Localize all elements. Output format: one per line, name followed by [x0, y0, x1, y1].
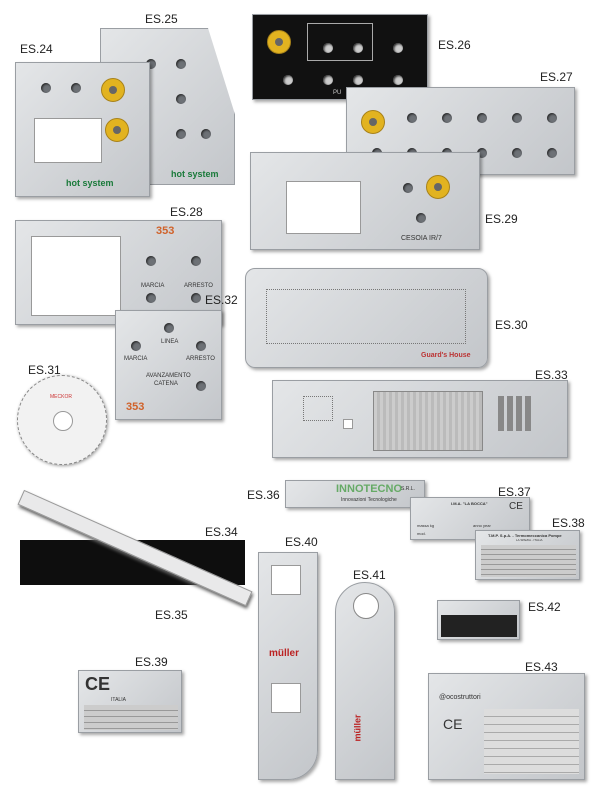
brand-suffix: S.R.L. — [401, 486, 415, 492]
label-es34: ES.34 — [205, 525, 238, 539]
label-es35: ES.35 — [155, 608, 188, 622]
label-es32: ES.32 — [205, 293, 238, 307]
plate-es37: I.M.A. "LA BOCCA" CE massa kg anno year … — [410, 497, 530, 540]
ce-mark: CE — [509, 501, 523, 512]
label-es41: ES.41 — [353, 568, 386, 582]
panel-text: LINEA — [161, 339, 179, 345]
brand-text: hot system — [171, 169, 219, 179]
panel-text: ARRESTO — [186, 356, 215, 362]
plate-title: I.M.A. "LA BOCCA" — [451, 501, 488, 506]
panel-es29: CESOIA IR/7 — [250, 152, 480, 250]
label-es24: ES.24 — [20, 42, 53, 56]
panel-text: CATENA — [154, 381, 178, 387]
panel-text: CESOIA IR/7 — [401, 235, 442, 242]
plate-es39: CE ITALIA — [78, 670, 182, 733]
plate-subtitle: LA SPEZIA - ITALIA — [516, 538, 543, 542]
brand-logo: 353 — [156, 225, 175, 237]
panel-es32: LINEA MARCIA ARRESTO AVANZAMENTO CATENA … — [115, 310, 222, 420]
brand-text: @ocostruttori — [439, 694, 481, 701]
label-es30: ES.30 — [495, 318, 528, 332]
label-es43: ES.43 — [525, 660, 558, 674]
plate-title: T.M.P. S.p.A. - Termomeccanica Pompe — [488, 533, 562, 538]
label-es39: ES.39 — [135, 655, 168, 669]
dial-es31: MECKOR — [17, 375, 107, 465]
brand-text: INNOTECNO — [336, 483, 402, 495]
panel-text: MARCIA — [141, 283, 165, 289]
plate-es36: INNOTECNO S.R.L. Innovazioni Tecnologich… — [285, 480, 425, 508]
ce-mark: CE — [85, 674, 111, 694]
panel-es26: PU — [252, 14, 428, 100]
field-label: anno year — [473, 523, 491, 528]
label-es37: ES.37 — [498, 485, 531, 499]
plate-es43: @ocostruttori CE — [428, 673, 585, 780]
label-es40: ES.40 — [285, 535, 318, 549]
brand-text: Guard's House — [421, 352, 471, 359]
label-es29: ES.29 — [485, 212, 518, 226]
ce-mark: CE — [443, 716, 463, 732]
field-label: massa kg — [417, 523, 435, 528]
tagline: Innovazioni Tecnologiche — [341, 497, 397, 503]
dial-text: MECKOR — [50, 394, 72, 400]
label-es25: ES.25 — [145, 12, 178, 26]
plate-es42 — [437, 600, 520, 640]
panel-es41: müller — [335, 582, 395, 780]
plate-es38: T.M.P. S.p.A. - Termomeccanica Pompe LA … — [475, 530, 580, 580]
plate-text: ITALIA — [111, 697, 126, 703]
panel-es24: hot system — [15, 62, 150, 197]
brand-text: hot system — [66, 178, 114, 188]
brand-logo: 353 — [126, 401, 145, 413]
panel-text: AVANZAMENTO — [146, 373, 191, 379]
panel-es30: Guard's House — [245, 268, 488, 368]
panel-es33 — [272, 380, 568, 458]
field-label: mod. — [417, 531, 426, 536]
panel-es40: müller — [258, 552, 318, 780]
label-es31: ES.31 — [28, 363, 61, 377]
brand-text: müller — [269, 648, 300, 659]
label-es42: ES.42 — [528, 600, 561, 614]
panel-es28: 353 MARCIA ARRESTO — [15, 220, 222, 325]
label-es38: ES.38 — [552, 516, 585, 530]
label-es27: ES.27 — [540, 70, 573, 84]
label-es33: ES.33 — [535, 368, 568, 382]
label-es36: ES.36 — [247, 488, 280, 502]
panel-text: MARCIA — [124, 356, 148, 362]
brand-text: müller — [352, 714, 363, 742]
label-es26: ES.26 — [438, 38, 471, 52]
panel-text: PU — [333, 90, 342, 96]
label-es28: ES.28 — [170, 205, 203, 219]
panel-text: ARRESTO — [184, 283, 213, 289]
